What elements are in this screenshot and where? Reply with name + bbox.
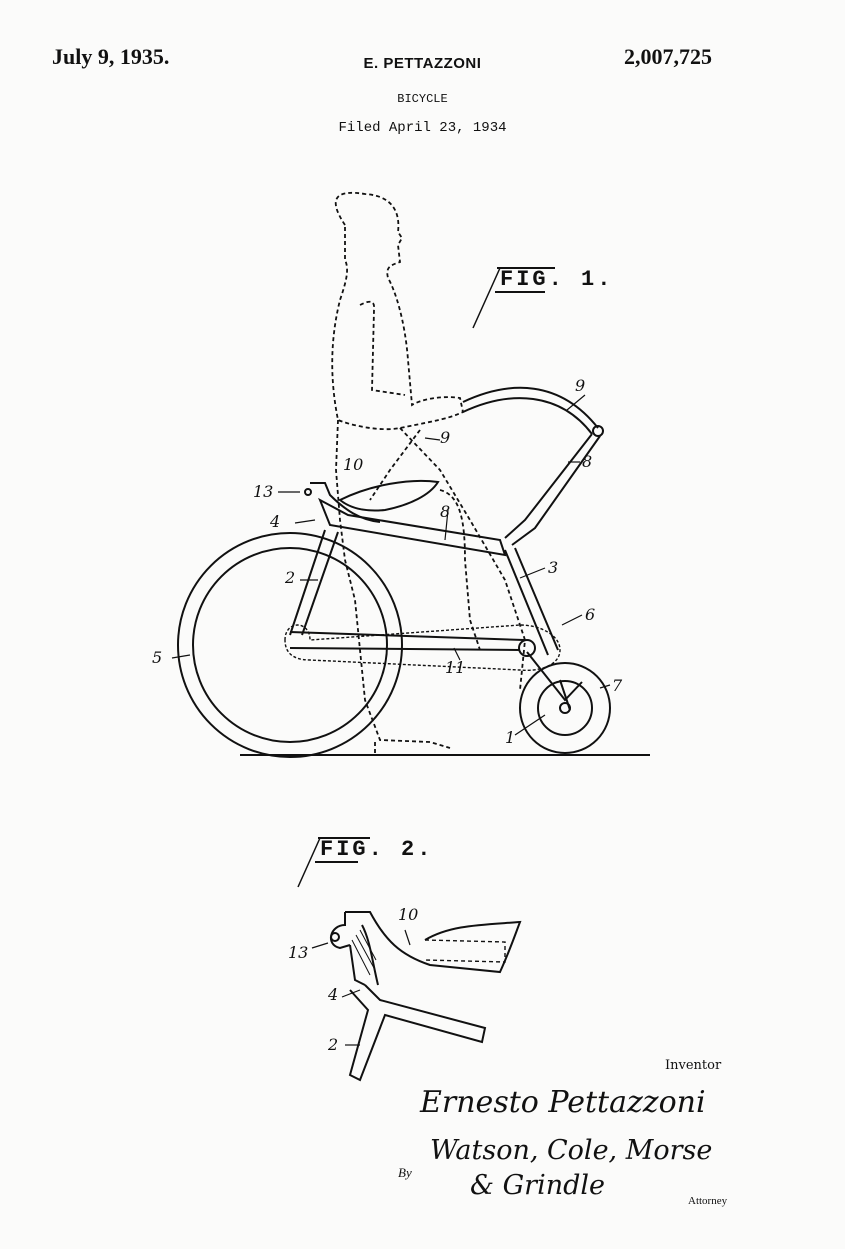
inventor-caption: Inventor [665, 1058, 722, 1073]
ref-8b: 8 [440, 502, 451, 521]
ref-3: 3 [548, 558, 559, 577]
fig2-ref-2: 2 [328, 1035, 339, 1054]
handlebar [462, 386, 604, 546]
rider-outline [331, 191, 526, 755]
fig2-ref-4: 4 [328, 985, 339, 1004]
fig1-label: FIG. 1. [500, 267, 614, 292]
frame [284, 497, 583, 711]
small-wheel [519, 662, 611, 754]
ref-9b: 9 [440, 428, 451, 447]
ref-1: 1 [505, 728, 516, 747]
fig2-label-mark [297, 837, 370, 888]
patent-number: 2,007,725 [624, 44, 712, 69]
filed-date: Filed April 23, 1934 [338, 120, 507, 136]
inventor-name: E. PETTAZZONI [363, 55, 482, 72]
ref-13: 13 [253, 482, 274, 501]
ref-6: 6 [585, 605, 596, 624]
saddle [304, 479, 440, 523]
ref-11: 11 [445, 658, 466, 677]
patent-title: BICYCLE [397, 92, 448, 106]
inventor-signature: Ernesto Pettazzoni [420, 1085, 706, 1120]
attorney-signature-line2: & Grindle [470, 1170, 606, 1201]
fig2-label: FIG. 2. [320, 837, 434, 862]
fig2-leader-lines [311, 929, 411, 1046]
attorney-signature-line1: Watson, Cole, Morse [430, 1135, 713, 1166]
fig1-label-mark [472, 267, 555, 329]
ref-4: 4 [270, 512, 281, 531]
attorney-caption: Attorney [688, 1195, 728, 1207]
issue-date: July 9, 1935. [52, 44, 170, 69]
ref-2: 2 [285, 568, 296, 587]
large-wheel [177, 532, 403, 758]
by-label: By [398, 1165, 412, 1180]
ref-5: 5 [152, 648, 163, 667]
ref-7: 7 [612, 676, 623, 695]
ref-8a: 8 [582, 452, 593, 471]
ref-9a: 9 [575, 376, 586, 395]
fig1-leader-lines [171, 394, 611, 736]
fig2-ref-10: 10 [398, 905, 419, 924]
fig2-ref-13: 13 [288, 943, 309, 962]
fig2-detail [330, 911, 522, 1082]
ref-10: 10 [343, 455, 364, 474]
